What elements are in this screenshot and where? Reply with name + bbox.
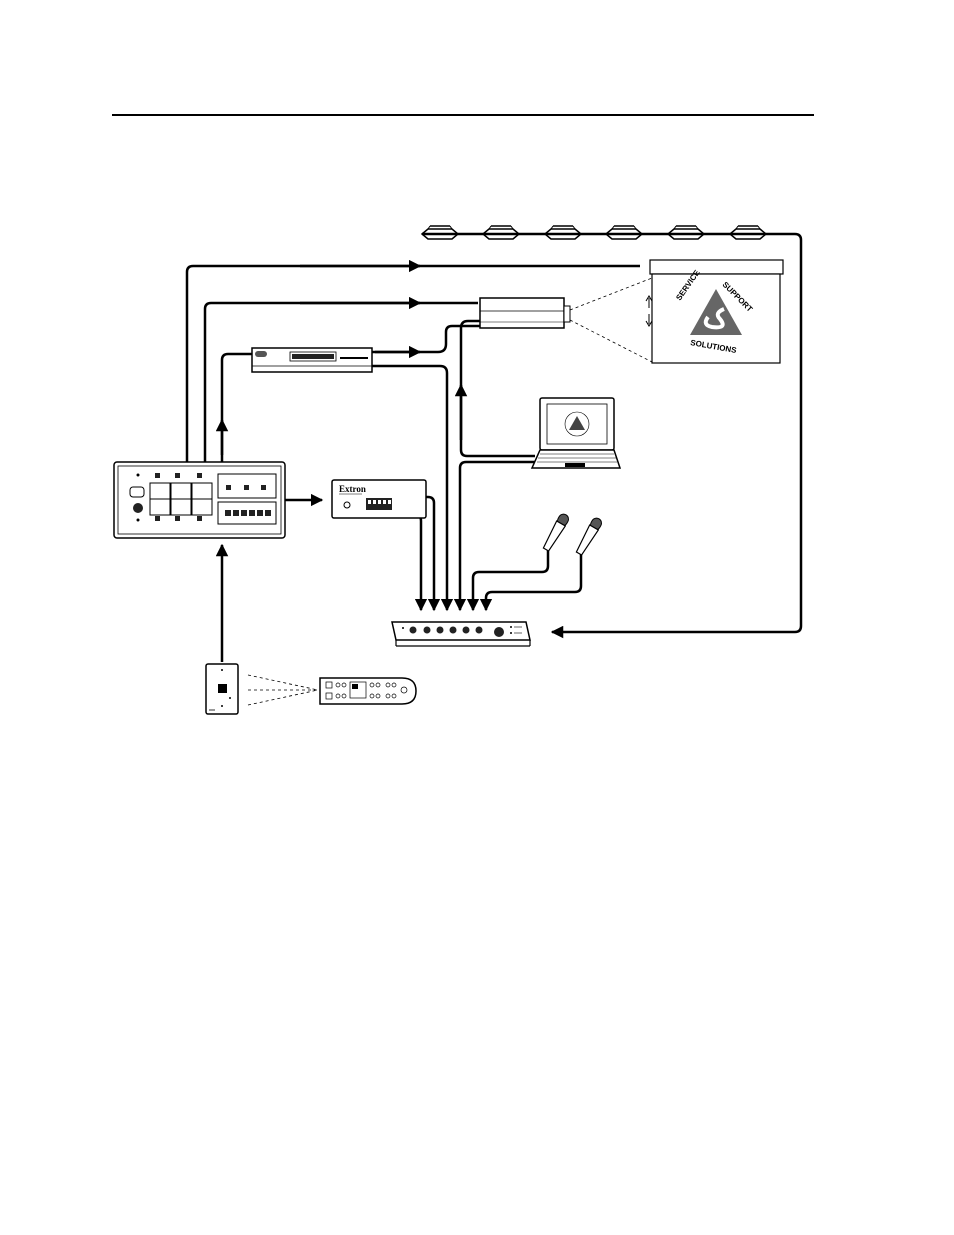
control-panel-icon — [114, 462, 285, 538]
projection-beam — [570, 278, 652, 362]
vcr-icon — [252, 348, 372, 372]
interface-audio-cable-1 — [426, 497, 434, 610]
ir-receiver-wallplate-icon — [206, 664, 238, 714]
ceiling-speaker-icon — [606, 226, 642, 239]
ceiling-speaker-icon — [483, 226, 519, 239]
mic-cable-2 — [486, 552, 581, 610]
vcr-control-cable — [222, 354, 252, 462]
ceiling-speaker-icon — [545, 226, 581, 239]
vcr-video-cable — [372, 326, 480, 352]
extron-brand-label: Extron — [339, 484, 366, 494]
mic-cable-1 — [473, 548, 548, 610]
projector-control-cable — [205, 303, 478, 462]
ceiling-speakers — [422, 226, 766, 239]
laptop-video-cable — [461, 321, 535, 456]
audio-mixer-icon — [392, 622, 530, 646]
projector-icon — [480, 298, 570, 328]
interface-audio-cable-2 — [416, 515, 426, 610]
extron-interface-icon: Extron — [332, 480, 426, 518]
ceiling-speaker-icon — [730, 226, 766, 239]
ceiling-speaker-icon — [668, 226, 704, 239]
ir-remote-icon — [320, 678, 416, 704]
projection-screen-icon: SERVICE SUPPORT SOLUTIONS — [646, 260, 783, 363]
laptop-audio-cable — [460, 462, 535, 610]
microphone-icon — [542, 512, 571, 552]
microphone-icon — [575, 516, 604, 556]
ir-signal-lines — [248, 675, 318, 705]
laptop-icon — [532, 398, 620, 468]
ceiling-speaker-icon — [422, 226, 458, 239]
